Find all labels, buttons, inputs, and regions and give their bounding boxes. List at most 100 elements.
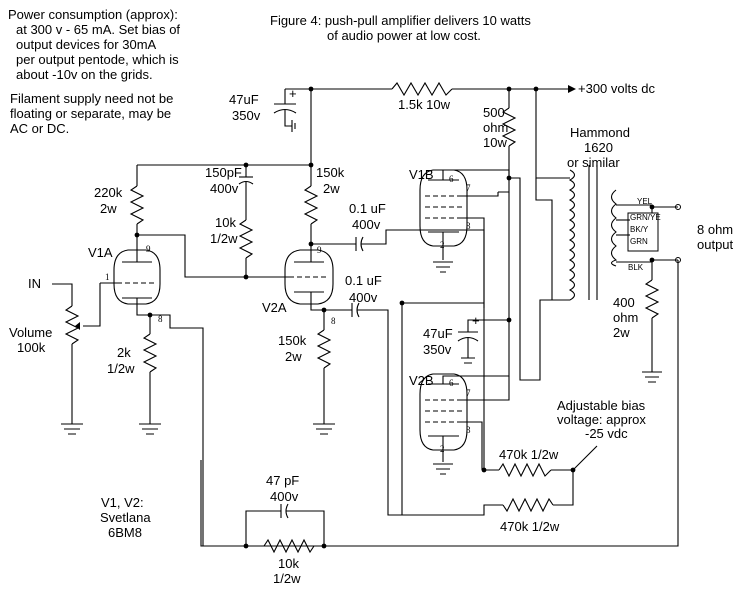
output-label-2: output [697, 237, 734, 252]
power-note-line-1: Power consumption (approx): [8, 7, 178, 22]
power-note: Power consumption (approx): at 300 v - 6… [8, 7, 180, 136]
tube-v2b-label: V2B [409, 373, 434, 388]
resistor-10k-fb-label-2: 1/2w [273, 571, 301, 586]
tube-type-note: V1, V2: Svetlana 6BM8 [100, 495, 151, 540]
coupling-capacitor-top: 0.1 uF 400v [311, 201, 485, 308]
tube-v2a-label: V2A [262, 300, 287, 315]
volume-label-1: Volume [9, 325, 52, 340]
bias-note: Adjustable bias voltage: approx -25 vdc [557, 398, 646, 441]
v2b-pin-2: 2 [440, 444, 445, 454]
v2b-pin-7: 7 [466, 388, 471, 398]
v1a-pin-1: 1 [105, 272, 110, 282]
bias-network: 470k 1/2w 470k 1/2w [401, 303, 598, 534]
supply-rail: +300 volts dc [285, 81, 655, 96]
power-note-line-6: Filament supply need not be [10, 91, 173, 106]
resistor-10k-mid-label-2: 1/2w [210, 231, 238, 246]
bias-note-line-3: -25 vdc [585, 426, 628, 441]
input-label: IN [28, 276, 41, 291]
capacitor-47uf-top-label-1: 47uF [229, 92, 259, 107]
resistor-470k-a-label: 470k 1/2w [499, 447, 559, 462]
capacitor-47uf-top-label-2: 350v [232, 108, 261, 123]
figure-caption-line-2: of audio power at low cost. [327, 28, 481, 43]
power-note-line-4: per output pentode, which is [16, 52, 179, 67]
resistor-2k-label-2: 1/2w [107, 361, 135, 376]
resistor-220k-label-1: 220k [94, 185, 123, 200]
feedback-network: 47 pF 400v 10k 1/2w [243, 473, 327, 586]
resistor-220k-label-2: 2w [100, 201, 117, 216]
power-note-line-2: at 300 v - 65 mA. Set bias of [16, 22, 180, 37]
capacitor-47pf-label-2: 400v [270, 489, 299, 504]
resistor-150k-bottom-label-2: 2w [285, 349, 302, 364]
resistor-400-label-3: 2w [613, 325, 630, 340]
tube-v1a-label: V1A [88, 245, 113, 260]
transformer-label-2: 1620 [584, 140, 613, 155]
figure-caption-line-1: Figure 4: push-pull amplifier delivers 1… [270, 13, 531, 28]
resistor-150k-top-label-1: 150k [316, 165, 345, 180]
v1b-pin-6: 6 [449, 174, 454, 184]
supply-label: +300 volts dc [578, 81, 655, 96]
v1b-pin-2: 2 [440, 240, 445, 250]
v2b-pin-3: 3 [466, 425, 471, 435]
resistor-400-ohm: 400 ohm 2w [200, 260, 679, 547]
capacitor-47uf-mid-label-1: 47uF [423, 326, 453, 341]
coupling-cap-bottom-label-1: 0.1 uF [345, 273, 382, 288]
v2a-pin-8: 8 [331, 316, 336, 326]
coupling-cap-top-label-2: 400v [352, 217, 381, 232]
resistor-1k5: 1.5k 10w [391, 81, 453, 112]
tube-v2b: V2B 6 7 3 2 [409, 367, 510, 475]
resistor-500-label-3: 10w [483, 135, 507, 150]
tube-type-line-2: Svetlana [100, 510, 151, 525]
coupling-cap-bottom-label-2: 400v [349, 290, 378, 305]
power-note-line-5: about -10v on the grids. [16, 67, 153, 82]
figure-caption: Figure 4: push-pull amplifier delivers 1… [270, 13, 531, 43]
transformer-label-1: Hammond [570, 125, 630, 140]
volume-label-2: 100k [17, 340, 46, 355]
tube-v2a: V2A 9 8 [246, 244, 336, 326]
resistor-150k-bottom-label-1: 150k [278, 333, 307, 348]
volume-potentiometer: IN Volume 100k [9, 276, 101, 435]
bias-note-line-2: voltage: approx [557, 412, 646, 427]
tube-v1a: V1A 9 1 8 [88, 235, 163, 324]
tube-v1b: V1B 6 7 3 2 [409, 167, 510, 308]
v2b-plate-lead [509, 177, 570, 381]
capacitor-47uf-mid: + 47uF 350v [423, 313, 509, 364]
resistor-150k-bottom: 150k 2w [278, 310, 335, 435]
resistor-470k-b-label: 470k 1/2w [500, 519, 560, 534]
resistor-2k: 2k 1/2w [107, 315, 161, 435]
transformer-label-3: or similar [567, 155, 620, 170]
tap-grn: GRN [630, 237, 648, 246]
tap-yel: YEL [637, 197, 653, 206]
capacitor-47uf-top: + 47uF 350v [229, 86, 297, 132]
capacitor-47pf-label-1: 47 pF [266, 473, 299, 488]
v2b-pin-6: 6 [449, 378, 454, 388]
resistor-500-ohm: 500 ohm 10w [483, 89, 517, 181]
v1b-plate-lead [535, 178, 553, 300]
v1b-pin-7: 7 [466, 183, 471, 193]
power-note-line-8: AC or DC. [10, 121, 69, 136]
tap-bk-y: BK/Y [630, 225, 649, 234]
resistor-1k5-label: 1.5k 10w [398, 97, 451, 112]
coupling-capacitor-bottom: 0.1 uF 400v [324, 273, 402, 516]
output-label-1: 8 ohm [697, 222, 733, 237]
tube-v1b-label: V1B [409, 167, 434, 182]
bias-note-line-1: Adjustable bias [557, 398, 646, 413]
v1a-pin-9: 9 [146, 244, 151, 254]
power-note-line-7: floating or separate, may be [10, 106, 171, 121]
capacitor-150pf-label-2: 400v [210, 181, 239, 196]
resistor-150k-top: 150k 2w [303, 89, 345, 244]
capacitor-plus-sign-2: + [472, 313, 480, 328]
capacitor-47uf-mid-label-2: 350v [423, 342, 452, 357]
capacitor-150pf: 150pF 400v [137, 162, 311, 196]
v1b-pin-3: 3 [466, 221, 471, 231]
capacitor-150pf-label-1: 150pF [205, 165, 242, 180]
resistor-10k-mid-label-1: 10k [215, 215, 236, 230]
v1a-pin-8: 8 [158, 314, 163, 324]
resistor-10k-mid: 10k 1/2w [210, 190, 254, 277]
resistor-500-label-2: ohm [483, 120, 508, 135]
resistor-2k-label-1: 2k [117, 345, 131, 360]
tube-type-line-3: 6BM8 [108, 525, 142, 540]
v2a-pin-9: 9 [317, 245, 322, 255]
tap-grn-ye: GRN/YE [630, 213, 661, 222]
power-note-line-3: output devices for 30mA [16, 37, 157, 52]
tube-type-line-1: V1, V2: [101, 495, 144, 510]
